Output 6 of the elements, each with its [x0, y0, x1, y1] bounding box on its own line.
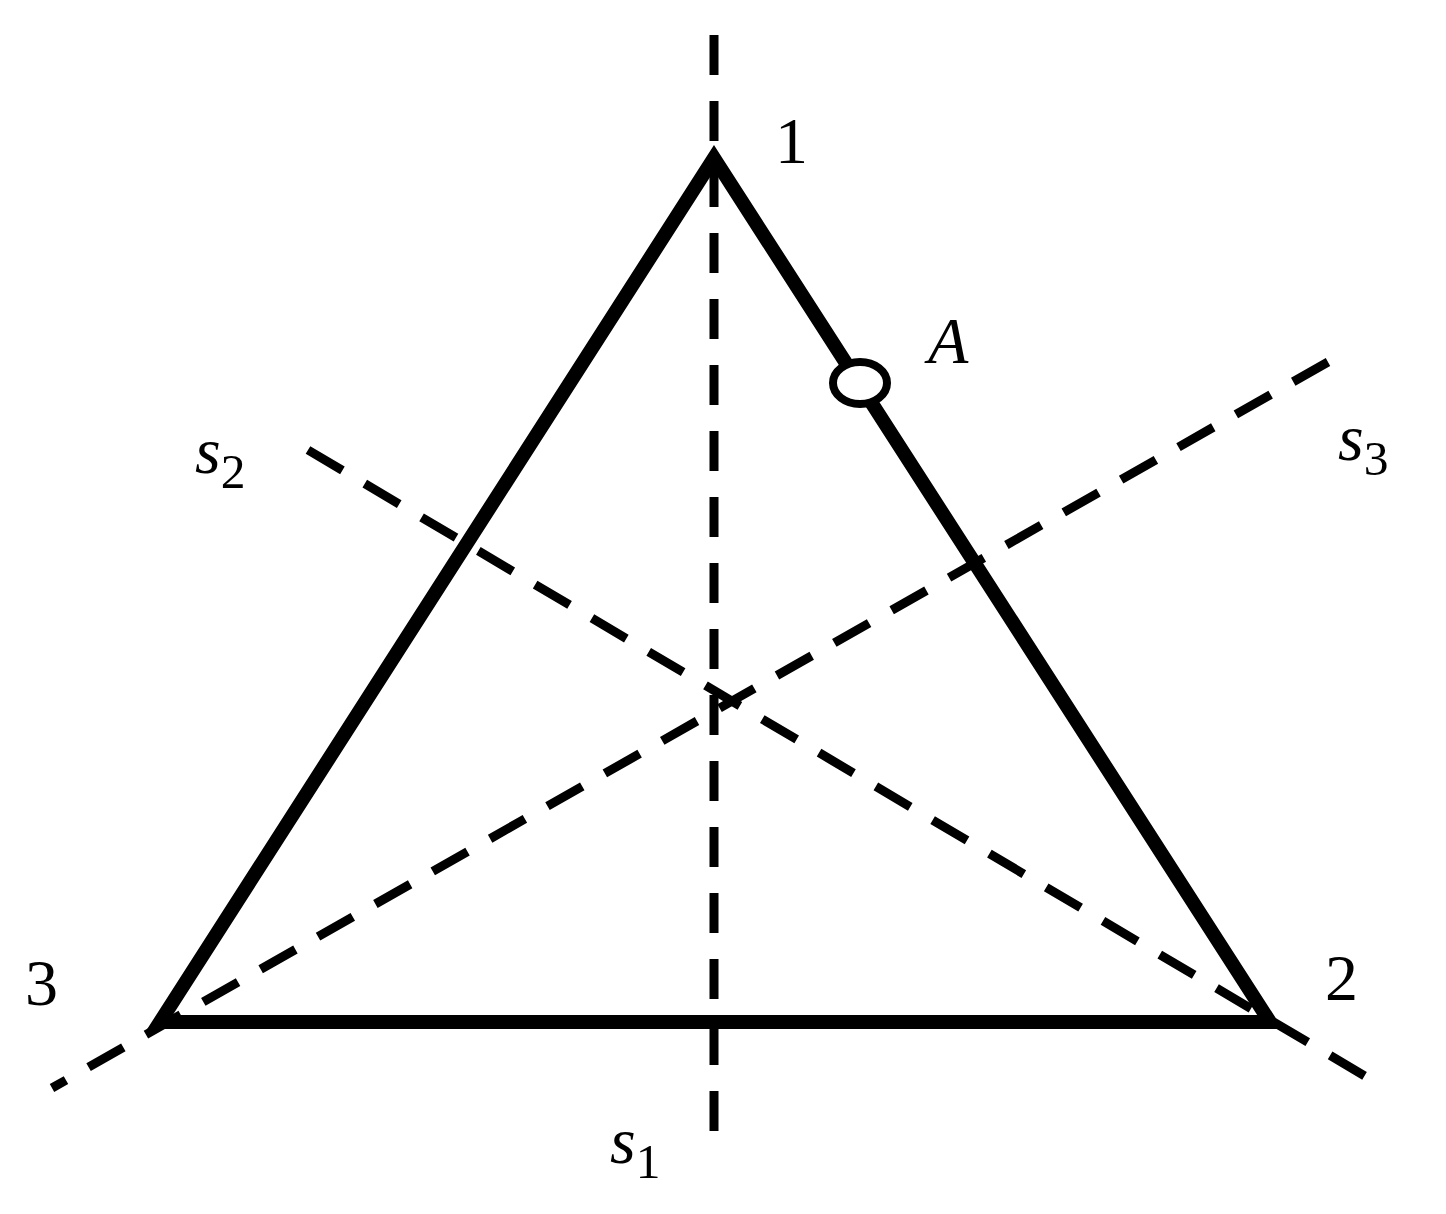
axis-label: s$_{1}$ — [610, 1108, 661, 1187]
vertex-label: 1 — [775, 108, 808, 174]
vertex-label: 2 — [1325, 945, 1358, 1011]
axis-label: s$_{3}$ — [1338, 405, 1389, 484]
vertex-label: 3 — [25, 950, 58, 1016]
axis-label: s$_{2}$ — [195, 418, 246, 497]
